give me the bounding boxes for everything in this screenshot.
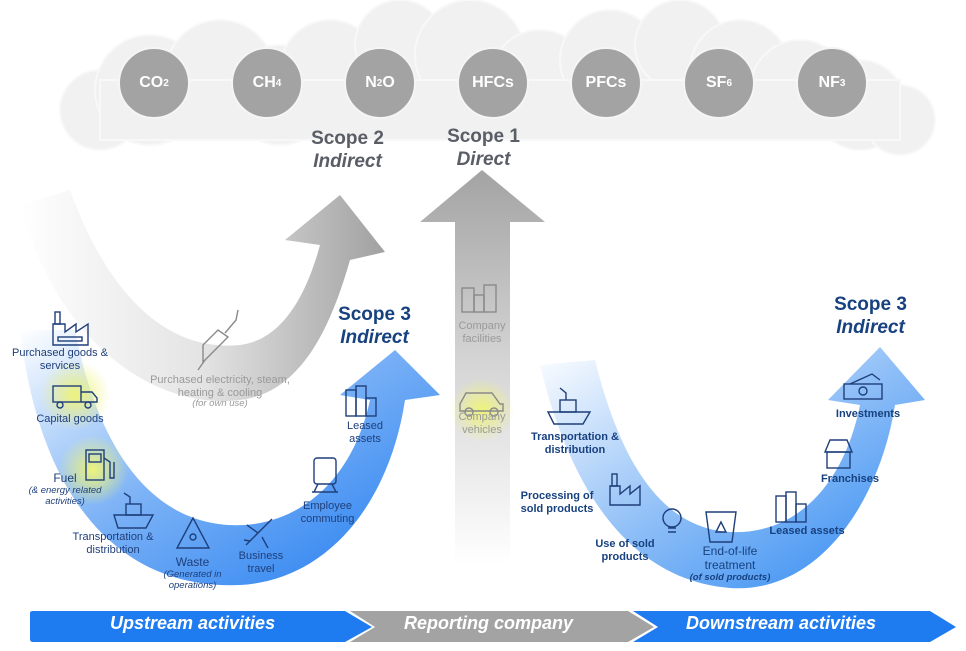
purchased-electricity-label: Purchased electricity, steam,heating & c…	[150, 374, 290, 410]
train-icon	[312, 457, 338, 493]
recycle-bin-icon	[705, 511, 737, 543]
purchased-goods-label: Purchased goods &services	[11, 347, 108, 372]
storefront-icon	[823, 439, 854, 469]
car-icon	[459, 392, 504, 417]
upstream-transport-label: Transportation &distribution	[72, 531, 154, 556]
buildings-icon	[461, 284, 497, 313]
upstream-activities-label: Upstream activities	[110, 613, 276, 633]
reporting-bar	[350, 611, 654, 642]
airplane-icon	[243, 518, 273, 549]
end-of-life-label: End-of-life treatment (of sold products)	[689, 544, 771, 583]
truck-icon	[52, 385, 98, 409]
downstream-activities-label: Downstream activities	[686, 613, 877, 633]
ship-icon	[546, 387, 592, 425]
ship-icon	[113, 492, 155, 529]
buildings-icon	[775, 491, 807, 523]
upstream-bar	[30, 611, 372, 642]
gas-pfcs: PFCs	[570, 47, 642, 119]
plug-icon	[197, 309, 239, 371]
investments-label: Investments	[835, 408, 901, 420]
scope2-arrow	[20, 190, 385, 402]
money-icon	[843, 373, 883, 400]
gas-hfcs: HFCs	[457, 47, 529, 119]
buildings-icon	[345, 385, 377, 417]
hazard-waste-icon	[175, 516, 211, 549]
downstream-leased-assets-label: Leased assets	[769, 525, 845, 537]
factory-icon	[52, 311, 89, 346]
factory-icon	[609, 473, 641, 506]
reporting-company-label: Reporting company	[404, 613, 574, 633]
downstream-bar	[633, 611, 956, 642]
fuel-pump-icon	[85, 449, 115, 481]
scope1-arrow	[420, 170, 545, 565]
lightbulb-icon	[662, 508, 682, 533]
scope3-downstream-arrow	[540, 347, 925, 589]
downstream-transport-label: Transportation &distribution	[530, 431, 619, 456]
franchises-label: Franchises	[820, 473, 880, 485]
capital-goods-label: Capital goods	[36, 413, 104, 425]
scope3-upstream-arrow	[20, 330, 440, 586]
